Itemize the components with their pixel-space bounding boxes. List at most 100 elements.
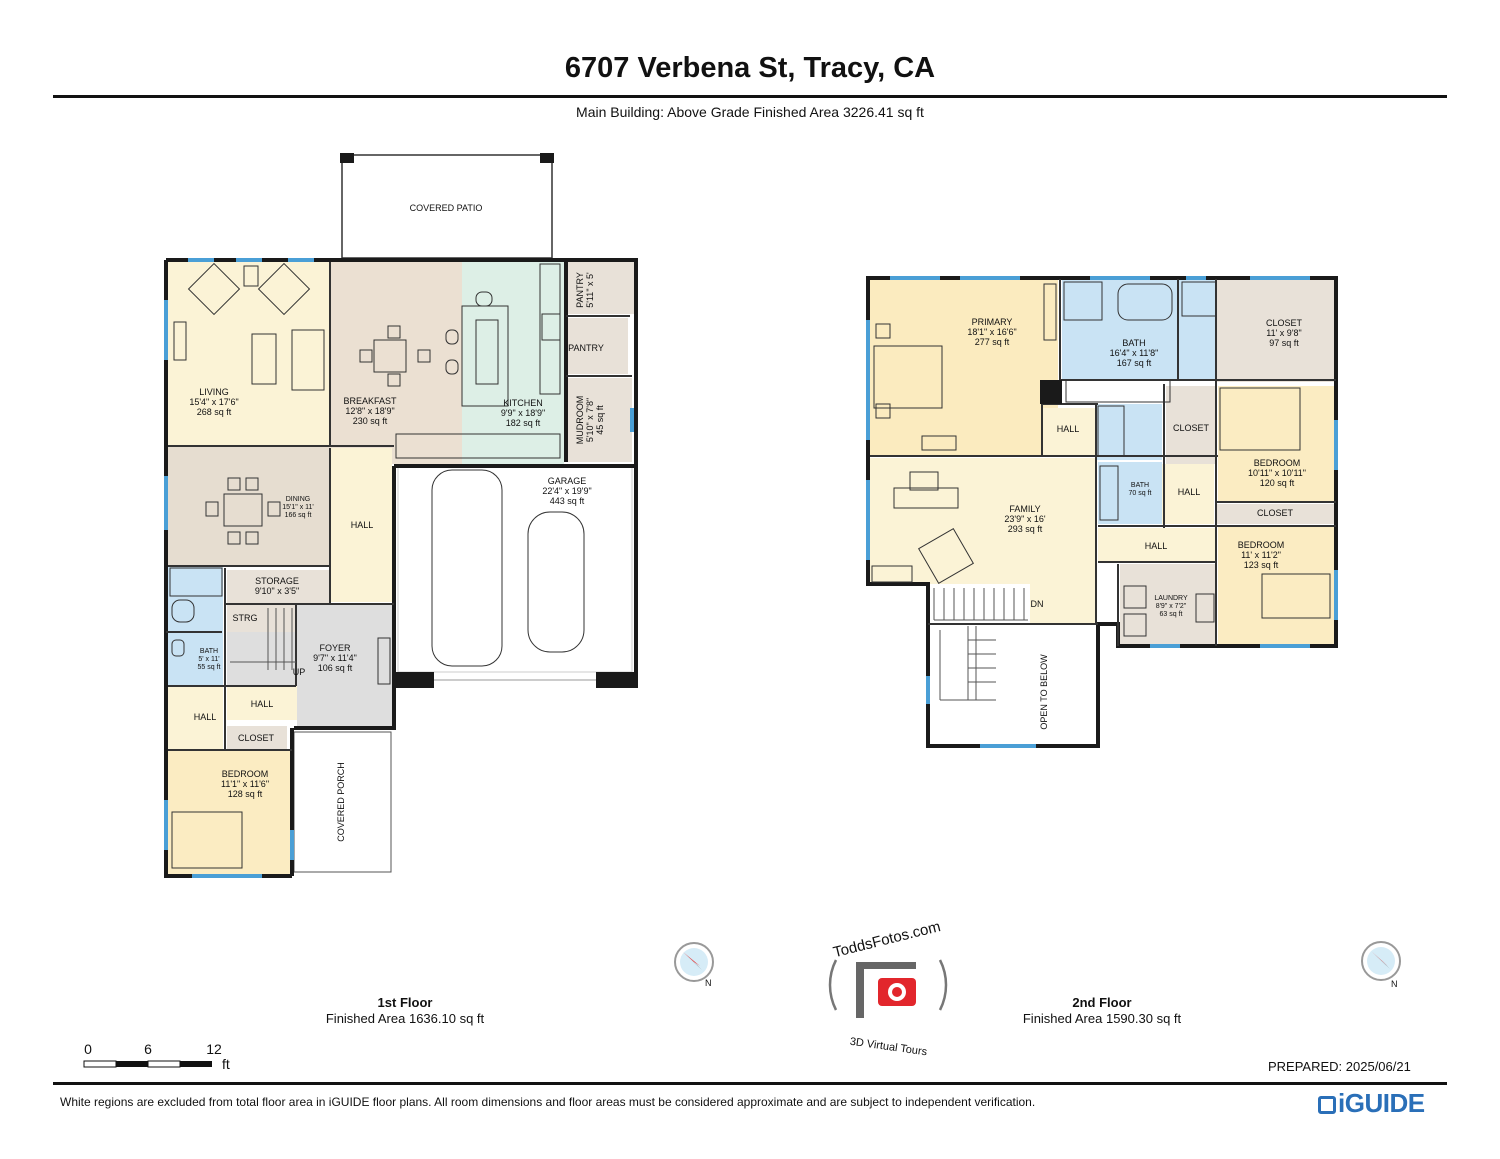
- label-foyer-dims: 9'7" x 11'4": [313, 653, 357, 663]
- label-bedroom-2f-1-name: BEDROOM: [1254, 458, 1301, 468]
- label-up: UP: [293, 667, 306, 677]
- label-closet-2f-name: CLOSET: [1266, 318, 1303, 328]
- covered-patio: [341, 154, 553, 259]
- label-breakfast-dims: 12'8" x 18'9": [345, 406, 394, 416]
- label-strg: STRG: [232, 613, 257, 623]
- scale-bar: 0 6 12 ft: [83, 1041, 230, 1072]
- label-closet: CLOSET: [238, 733, 275, 743]
- mudroom-room: [568, 378, 632, 462]
- label-breakfast-area: 230 sq ft: [353, 416, 388, 426]
- label-living-area: 268 sq ft: [197, 407, 232, 417]
- compass-icon: N: [1361, 941, 1401, 989]
- iguide-brand-icon: [1318, 1096, 1336, 1114]
- label-mudroom-name: MUDROOM: [575, 396, 585, 445]
- top-rule: [53, 95, 1447, 98]
- dining-room: [167, 446, 330, 566]
- garage-room: [397, 465, 633, 673]
- closet-2f-2-room: [1166, 386, 1216, 464]
- label-bedroom-area: 128 sq ft: [228, 789, 263, 799]
- label-bath-2f-dims: 16'4" x 11'8": [1110, 348, 1159, 358]
- label-bath-name: BATH: [200, 648, 218, 655]
- label-family-dims: 23'9" x 16': [1004, 514, 1045, 524]
- label-family-name: FAMILY: [1009, 504, 1040, 514]
- scale-unit: ft: [222, 1056, 230, 1072]
- label-bedroom-dims: 11'1" x 11'6": [221, 779, 269, 789]
- label-storage-name: STORAGE: [255, 576, 299, 586]
- label-closet-2f-2: CLOSET: [1173, 423, 1210, 433]
- hall-3-room: [227, 686, 297, 720]
- closet-room: [227, 726, 287, 750]
- label-garage-dims: 22'4" x 19'9": [542, 486, 591, 496]
- label-bedroom-2f-2-name: BEDROOM: [1238, 540, 1285, 550]
- storage-room: [227, 570, 330, 604]
- label-covered-porch: COVERED PORCH: [336, 762, 346, 842]
- hall-2f-3-room: [1098, 528, 1216, 562]
- living-room: [167, 260, 330, 446]
- scale-tick-12: 12: [206, 1041, 222, 1057]
- label-hall-2f-2: HALL: [1178, 487, 1201, 497]
- iguide-logo: iGUIDE: [1318, 1088, 1425, 1119]
- primary-room: [870, 279, 1058, 455]
- label-primary-dims: 18'1" x 16'6": [967, 327, 1016, 337]
- bath-2f-2-room: [1098, 462, 1162, 524]
- label-family-area: 293 sq ft: [1008, 524, 1043, 534]
- label-bath-2f-2-name: BATH: [1131, 482, 1149, 489]
- label-pantry-name: PANTRY: [575, 272, 585, 308]
- floor1-title: 1st Floor: [377, 995, 433, 1010]
- label-laundry-area: 63 sq ft: [1160, 611, 1183, 618]
- label-kitchen-name: KITCHEN: [503, 398, 543, 408]
- label-bath-2f-name: BATH: [1122, 338, 1145, 348]
- foyer-room: [297, 604, 393, 726]
- label-dining-area: 166 sq ft: [285, 512, 312, 519]
- label-bath-dims: 5' x 11': [198, 656, 219, 663]
- label-storage-dims: 9'10" x 3'5": [255, 586, 299, 596]
- compass-n-label: N: [705, 978, 712, 988]
- label-closet-2f-dims: 11' x 9'8": [1266, 328, 1302, 338]
- label-open-to-below: OPEN TO BELOW: [1039, 654, 1049, 730]
- floor2-title: 2nd Floor: [1072, 995, 1132, 1010]
- closet-2f-3-room: [1216, 504, 1334, 524]
- label-dn: DN: [1031, 599, 1044, 609]
- footer-disclaimer: White regions are excluded from total fl…: [60, 1095, 1036, 1109]
- label-foyer-area: 106 sq ft: [318, 663, 353, 673]
- label-living-name: LIVING: [199, 387, 229, 397]
- label-kitchen-area: 182 sq ft: [506, 418, 541, 428]
- label-pantry-2: PANTRY: [568, 343, 604, 353]
- label-primary-area: 277 sq ft: [975, 337, 1010, 347]
- page-title: 6707 Verbena St, Tracy, CA: [564, 52, 936, 84]
- compass-icon: N: [674, 942, 714, 988]
- iguide-brand-text: iGUIDE: [1338, 1088, 1425, 1118]
- bedroom-2f-1-room: [1218, 386, 1334, 502]
- label-bath-2f-2-area: 70 sq ft: [1129, 490, 1152, 497]
- pantry-room-2: [564, 318, 628, 374]
- label-mudroom-area: 45 sq ft: [595, 405, 605, 435]
- label-bedroom-2f-2-area: 123 sq ft: [1244, 560, 1279, 570]
- bath-2f-room: [1062, 279, 1176, 379]
- hall-2f-2-room: [1162, 464, 1214, 524]
- label-primary-name: PRIMARY: [972, 317, 1013, 327]
- label-covered-patio: COVERED PATIO: [410, 203, 483, 213]
- label-breakfast-name: BREAKFAST: [343, 396, 397, 406]
- label-laundry-name: LAUNDRY: [1154, 595, 1188, 602]
- covered-porch: [293, 731, 392, 873]
- label-bedroom-2f-2-dims: 11' x 11'2": [1241, 550, 1281, 560]
- label-closet-2f-3: CLOSET: [1257, 508, 1294, 518]
- strg-room: [227, 604, 297, 632]
- label-garage-area: 443 sq ft: [550, 496, 585, 506]
- label-hall-3: HALL: [251, 699, 274, 709]
- page-subtitle: Main Building: Above Grade Finished Area…: [576, 104, 924, 120]
- closet-2f-room: [1216, 279, 1334, 382]
- label-hall-2f-1: HALL: [1057, 424, 1080, 434]
- label-bedroom-name: BEDROOM: [222, 769, 269, 779]
- prepared-date: PREPARED: 2025/06/21: [1268, 1059, 1411, 1074]
- compass-n-label-2: N: [1391, 979, 1398, 989]
- label-foyer-name: FOYER: [319, 643, 351, 653]
- hall-2f-1-room: [1042, 408, 1096, 456]
- floor2-area: Finished Area 1590.30 sq ft: [1022, 1011, 1182, 1026]
- label-bedroom-2f-1-dims: 10'11" x 10'11": [1248, 468, 1306, 478]
- label-bath-area: 55 sq ft: [198, 664, 221, 671]
- label-dining-name: DINING: [286, 496, 311, 503]
- label-bedroom-2f-1-area: 120 sq ft: [1260, 478, 1295, 488]
- label-hall-2f-3: HALL: [1145, 541, 1168, 551]
